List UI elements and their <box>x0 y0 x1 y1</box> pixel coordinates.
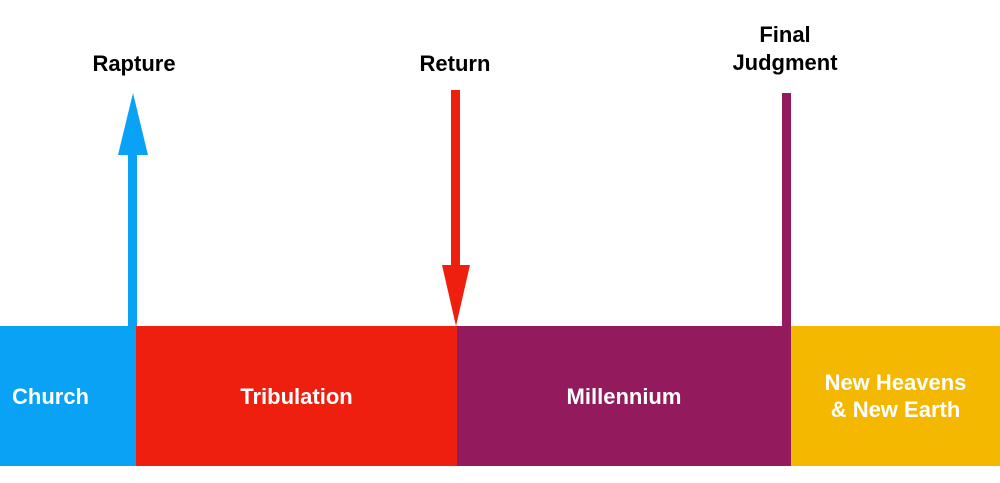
rapture-arrow-shaft <box>128 150 137 328</box>
rapture-arrow-head <box>118 93 148 155</box>
return-arrow <box>442 90 470 326</box>
event-label-return: Return <box>419 51 491 76</box>
event-label-rapture: Rapture <box>92 51 176 76</box>
final-judgment-marker <box>782 93 791 328</box>
return-arrow-shaft <box>451 90 460 270</box>
event-label-final-judgment: Final Judgment <box>732 22 838 75</box>
rapture-arrow <box>118 93 148 328</box>
era-new-heavens-new-earth: New Heavens & New Earth <box>791 326 1000 466</box>
return-arrow-head <box>442 265 470 326</box>
era-church: Church <box>0 326 136 466</box>
era-millennium: Millennium <box>457 326 791 466</box>
final-judgment-line <box>782 93 791 328</box>
era-tribulation: Tribulation <box>136 326 457 466</box>
